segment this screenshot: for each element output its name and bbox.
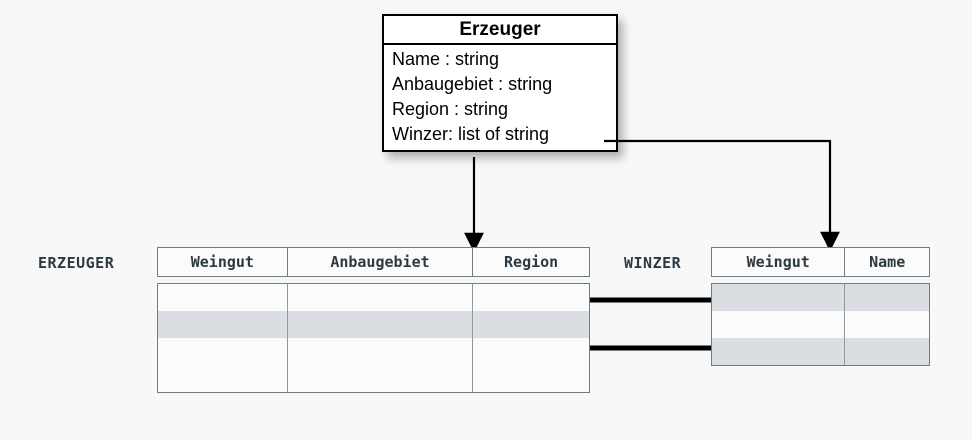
table-cell[interactable] <box>288 311 474 338</box>
table-cell[interactable] <box>712 311 846 338</box>
table-cell[interactable] <box>473 365 589 392</box>
column-header-erzeuger[interactable]: Region <box>504 253 559 271</box>
table-cell[interactable] <box>473 338 589 365</box>
table-row[interactable] <box>158 365 589 392</box>
column-header-winzer[interactable]: Weingut <box>712 248 846 276</box>
table-header-winzer: Weingut Name <box>711 247 930 277</box>
table-cell[interactable] <box>288 365 474 392</box>
uml-attribute: Winzer: list of string <box>392 124 550 144</box>
table-row[interactable] <box>158 338 589 365</box>
uml-attribute: Anbaugebiet : string <box>392 74 553 94</box>
table-cell[interactable] <box>288 338 474 365</box>
table-body-erzeuger[interactable] <box>157 283 590 393</box>
table-cell[interactable] <box>158 365 288 392</box>
table-label-winzer: WINZER <box>624 254 682 272</box>
table-cell[interactable] <box>712 284 846 311</box>
connector-class-to-winzer <box>604 139 840 252</box>
column-header-winzer[interactable]: Name <box>869 253 906 271</box>
table-cell[interactable] <box>158 311 288 338</box>
table-cell[interactable] <box>712 338 846 365</box>
table-cell[interactable] <box>845 338 929 365</box>
table-cell[interactable] <box>158 284 288 311</box>
table-cell[interactable] <box>845 311 929 338</box>
column-header-erzeuger[interactable]: Anbaugebiet <box>288 248 474 276</box>
table-row[interactable] <box>158 311 589 338</box>
table-row[interactable] <box>712 284 929 311</box>
table-label-erzeuger: ERZEUGER <box>38 254 115 272</box>
uml-attribute: Region : string <box>392 99 509 119</box>
table-row[interactable] <box>158 284 589 311</box>
table-row[interactable] <box>712 311 929 338</box>
table-cell[interactable] <box>158 338 288 365</box>
table-cell[interactable] <box>473 284 589 311</box>
table-cell[interactable] <box>288 284 474 311</box>
uml-attribute-list: Name : string Anbaugebiet : string Regio… <box>384 45 616 150</box>
table-cell[interactable] <box>845 284 929 311</box>
uml-attribute: Name : string <box>392 49 500 69</box>
uml-class-name: Erzeuger <box>384 16 616 45</box>
table-cell[interactable] <box>473 311 589 338</box>
table-body-winzer[interactable] <box>711 283 930 366</box>
column-header-erzeuger[interactable]: Weingut <box>158 248 288 276</box>
table-row[interactable] <box>712 338 929 365</box>
uml-class-box-erzeuger[interactable]: Erzeuger Name : string Anbaugebiet : str… <box>382 14 618 152</box>
